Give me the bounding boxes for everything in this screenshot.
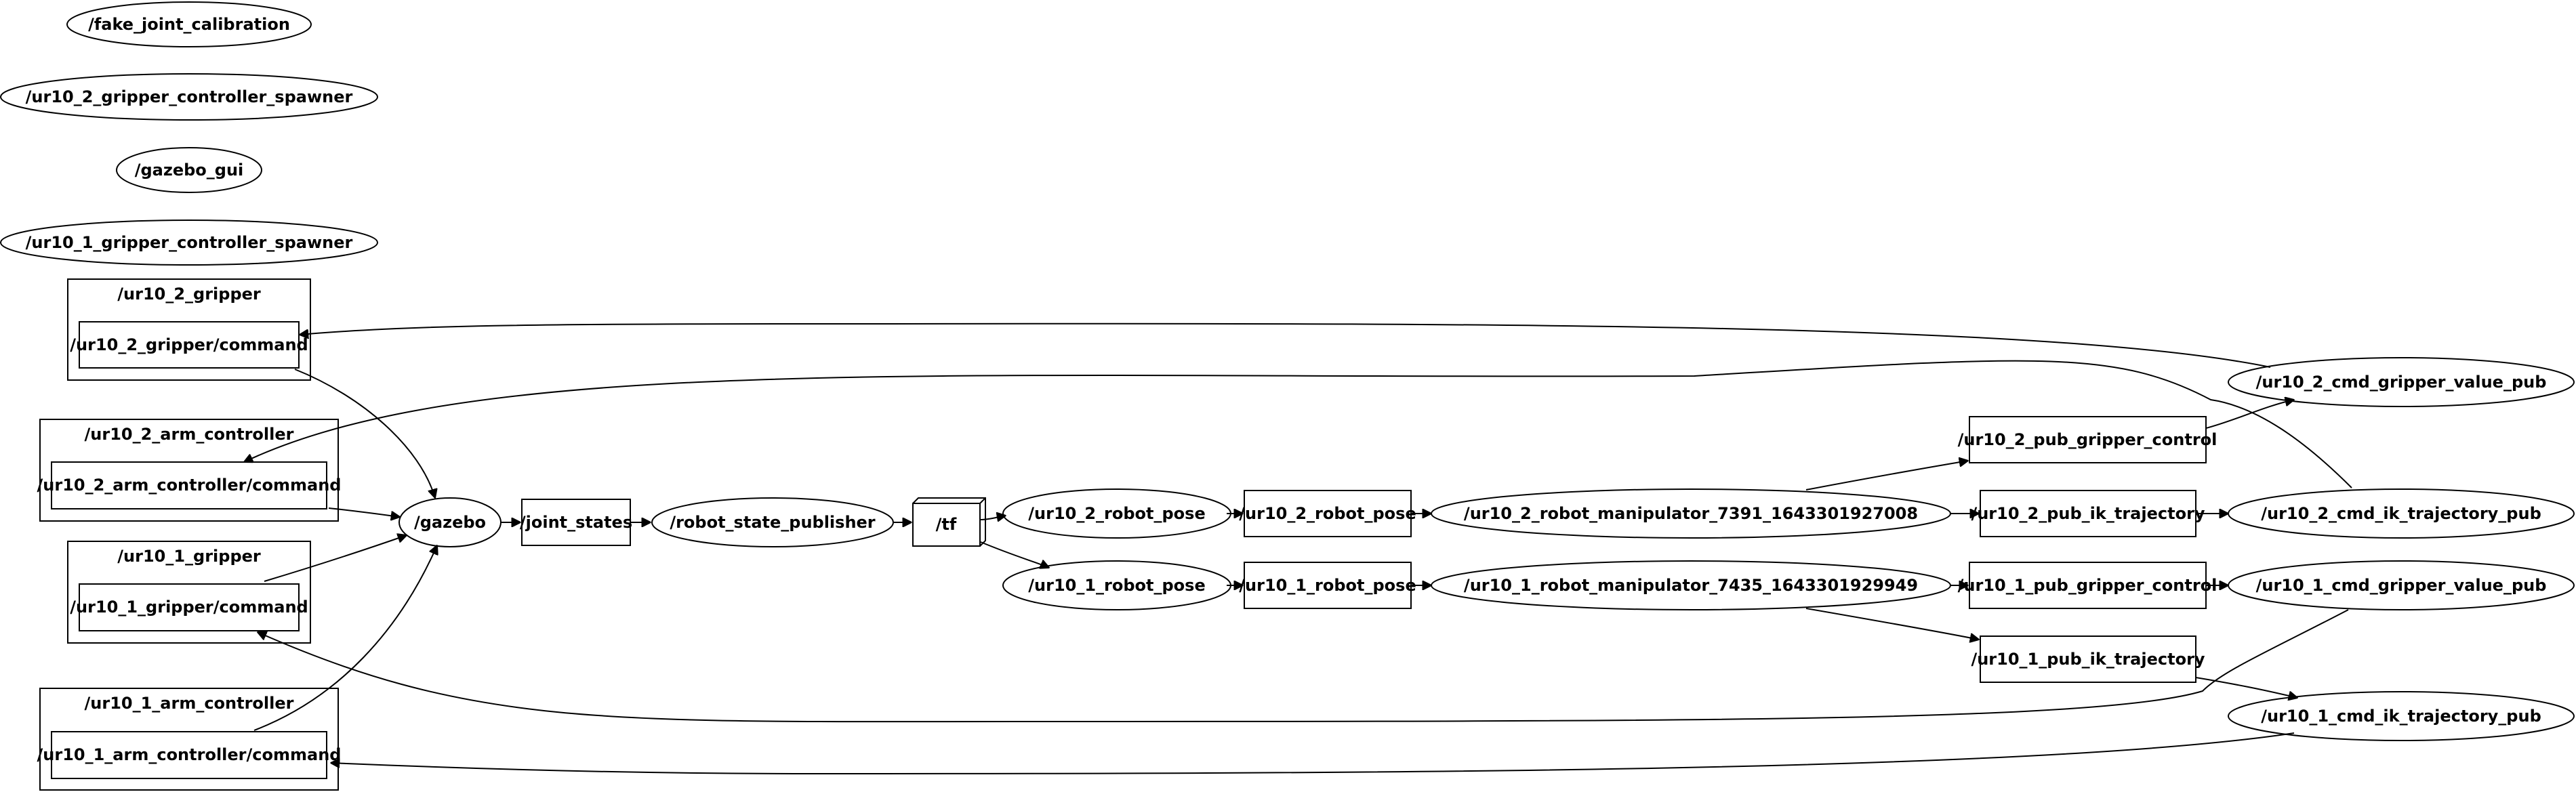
- node-ur10_1_robot_manipulator[interactable]: /ur10_1_robot_manipulator_7435_164330192…: [1431, 560, 1951, 610]
- edge-ur10_1_pub_ik_trajectory-to-cmd_ik_trajectory_pub: [2195, 677, 2297, 698]
- topic-ur10_1_arm_controller_command[interactable]: /ur10_1_arm_controller/command: [37, 731, 342, 779]
- edge-ur10_1_gripper_command-to-gazebo: [264, 535, 407, 582]
- node-label: /ur10_2_cmd_ik_trajectory_pub: [2261, 504, 2541, 523]
- node-gazebo_gui[interactable]: /gazebo_gui: [116, 147, 262, 193]
- edge-ur10_2_gripper_command-to-gazebo: [294, 369, 435, 498]
- topic-label: /ur10_1_robot_pose: [1239, 576, 1416, 595]
- cluster-label: /ur10_2_gripper: [117, 285, 261, 304]
- edge-ur10_1_arm_controller_command-to-gazebo: [253, 545, 437, 731]
- cluster-label: /ur10_1_arm_controller: [85, 694, 294, 713]
- node-ur10_2_cmd_ik_trajectory_pub[interactable]: /ur10_2_cmd_ik_trajectory_pub: [2228, 488, 2575, 539]
- node-ur10_1_gripper_controller_spawner[interactable]: /ur10_1_gripper_controller_spawner: [0, 220, 378, 266]
- cluster-ur10_1_gripper: /ur10_1_gripper /ur10_1_gripper/command: [67, 541, 311, 644]
- topic-label: /ur10_1_pub_gripper_control: [1958, 576, 2217, 595]
- node-label: /gazebo_gui: [135, 161, 244, 180]
- edge-tf-to-ur10_2_robot_pose: [980, 516, 1006, 520]
- node-ur10_2_robot_pose[interactable]: /ur10_2_robot_pose: [1002, 488, 1231, 539]
- topic-ur10_1_pub_ik_trajectory[interactable]: /ur10_1_pub_ik_trajectory: [1971, 635, 2205, 683]
- edge-ur10_2_cmd_ik_trajectory_pub-to-ur10_2_arm_controller_command: [244, 360, 2352, 488]
- topic-ur10_2_pub_gripper_control[interactable]: /ur10_2_pub_gripper_control: [1958, 416, 2217, 463]
- node-label: /ur10_1_robot_pose: [1028, 576, 1205, 595]
- node-label: /ur10_1_robot_manipulator_7435_164330192…: [1464, 576, 1918, 595]
- edge-ur10_2_arm_controller_command-to-gazebo: [328, 507, 400, 517]
- topic-label: /joint_states: [520, 513, 632, 532]
- node-ur10_1_robot_pose[interactable]: /ur10_1_robot_pose: [1002, 560, 1231, 610]
- node-ur10_2_gripper_controller_spawner[interactable]: /ur10_2_gripper_controller_spawner: [0, 73, 378, 121]
- topic-ur10_1_pub_gripper_control[interactable]: /ur10_1_pub_gripper_control: [1958, 562, 2217, 609]
- node-label: /ur10_1_gripper_controller_spawner: [26, 233, 353, 252]
- topic-tf[interactable]: /tf: [912, 497, 986, 547]
- topic-label: /ur10_2_arm_controller/command: [37, 476, 342, 495]
- edge-ur10_1_cmd_ik_trajectory_pub-to-ur10_1_arm_controller_command: [331, 732, 2295, 775]
- cluster-label: /ur10_1_gripper: [117, 547, 261, 566]
- edge-ur10_2_manipulator-to-pub_gripper_control: [1805, 461, 1968, 491]
- topic-label: /ur10_1_gripper/command: [70, 598, 308, 617]
- node-label: /gazebo: [414, 513, 486, 532]
- topic-ur10_2_robot_pose[interactable]: /ur10_2_robot_pose: [1239, 490, 1416, 537]
- topic-label: /tf: [936, 515, 957, 534]
- topic-ur10_2_arm_controller_command[interactable]: /ur10_2_arm_controller/command: [37, 461, 342, 509]
- node-label: /ur10_2_robot_manipulator_7391_164330192…: [1464, 504, 1918, 523]
- node-label: /ur10_2_cmd_gripper_value_pub: [2256, 373, 2547, 392]
- topic-joint_states[interactable]: /joint_states: [520, 499, 632, 546]
- topic-ur10_1_gripper_command[interactable]: /ur10_1_gripper/command: [70, 583, 308, 631]
- node-label: /robot_state_publisher: [670, 513, 875, 532]
- node-label: /fake_joint_calibration: [88, 15, 290, 34]
- topic-label: /ur10_1_pub_ik_trajectory: [1971, 650, 2205, 669]
- topic-label: /ur10_1_arm_controller/command: [37, 745, 342, 764]
- cluster-ur10_2_arm_controller: /ur10_2_arm_controller /ur10_2_arm_contr…: [37, 419, 342, 522]
- edge-tf-to-ur10_1_robot_pose: [980, 541, 1049, 568]
- edge-ur10_2_pub_gripper_control-to-cmd_gripper_value_pub: [2205, 400, 2294, 429]
- node-gazebo[interactable]: /gazebo: [398, 497, 502, 547]
- topic-label: /ur10_2_gripper/command: [70, 335, 308, 354]
- cluster-label: /ur10_2_arm_controller: [85, 425, 294, 444]
- node-ur10_1_cmd_ik_trajectory_pub[interactable]: /ur10_1_cmd_ik_trajectory_pub: [2228, 691, 2575, 741]
- topic-label: /ur10_2_robot_pose: [1239, 504, 1416, 523]
- node-label: /ur10_1_cmd_ik_trajectory_pub: [2261, 707, 2541, 726]
- topic-ur10_1_robot_pose[interactable]: /ur10_1_robot_pose: [1239, 562, 1416, 609]
- node-ur10_2_robot_manipulator[interactable]: /ur10_2_robot_manipulator_7391_164330192…: [1431, 488, 1951, 539]
- node-label: /ur10_2_gripper_controller_spawner: [26, 87, 353, 106]
- topic-ur10_2_pub_ik_trajectory[interactable]: /ur10_2_pub_ik_trajectory: [1971, 490, 2205, 537]
- cluster-ur10_1_arm_controller: /ur10_1_arm_controller /ur10_1_arm_contr…: [37, 688, 342, 791]
- node-label: /ur10_1_cmd_gripper_value_pub: [2256, 576, 2547, 595]
- topic-ur10_2_gripper_command[interactable]: /ur10_2_gripper/command: [70, 321, 308, 369]
- node-label: /ur10_2_robot_pose: [1028, 504, 1205, 523]
- topic-label: /ur10_2_pub_ik_trajectory: [1971, 504, 2205, 523]
- edge-ur10_1_manipulator-to-pub_ik_trajectory: [1805, 608, 1979, 640]
- cluster-ur10_2_gripper: /ur10_2_gripper /ur10_2_gripper/command: [67, 278, 311, 381]
- edges: [244, 322, 2352, 775]
- node-fake_joint_calibration[interactable]: /fake_joint_calibration: [66, 1, 312, 47]
- node-robot_state_publisher[interactable]: /robot_state_publisher: [651, 497, 894, 547]
- node-ur10_2_cmd_gripper_value_pub[interactable]: /ur10_2_cmd_gripper_value_pub: [2228, 357, 2575, 407]
- node-ur10_1_cmd_gripper_value_pub[interactable]: /ur10_1_cmd_gripper_value_pub: [2228, 560, 2575, 610]
- edge-ur10_2_cmd_gripper_value_pub-to-ur10_2_gripper_command: [300, 322, 2271, 368]
- topic-label: /ur10_2_pub_gripper_control: [1958, 430, 2217, 449]
- edge-ur10_1_cmd_gripper_value_pub-to-ur10_1_gripper_command: [258, 609, 2349, 723]
